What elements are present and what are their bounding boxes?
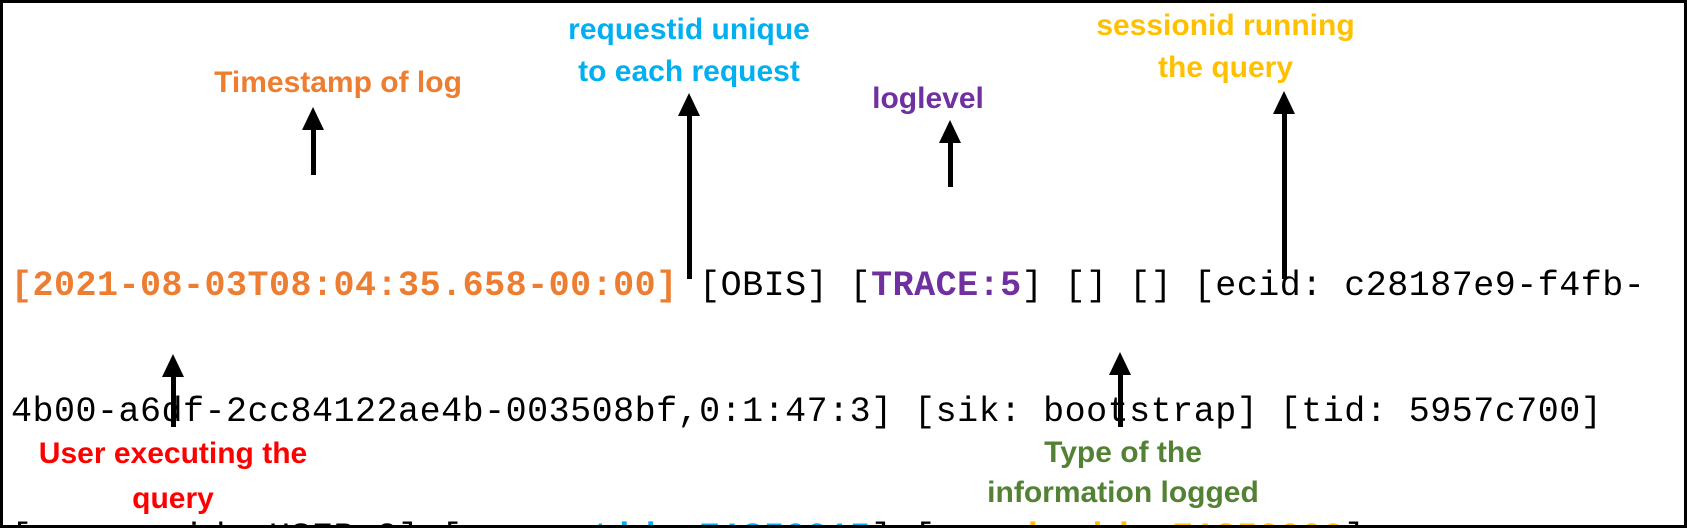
timestamp-label-line: Timestamp of log — [214, 66, 462, 99]
arrow-up-icon — [162, 354, 184, 377]
arrow-up-icon — [1109, 352, 1131, 375]
log-segment-blue: requestid: 71850015 — [463, 518, 872, 525]
arrow-shaft — [170, 377, 176, 427]
arrow-shaft — [310, 130, 316, 175]
log-segment-black: 4b00-a6df-2cc84122ae4b-003508bf,0:1:47:3… — [11, 392, 1603, 432]
log-line: [2021-08-03T08:04:35.658-00:00] [OBIS] [… — [11, 265, 1667, 307]
requestid-label-line: requestid unique — [568, 13, 810, 46]
log-segment-black: ] [ — [871, 518, 936, 525]
user-arrow — [162, 354, 184, 427]
type-label: Type of the information logged — [978, 433, 1268, 513]
log-segment-black: [messageid: USER-2] [ — [11, 518, 463, 525]
log-segment-black: ] — [1344, 518, 1366, 525]
requestid-label-line: to each request — [578, 55, 800, 88]
user-label: User executing the query — [28, 431, 318, 521]
type-arrow — [1109, 352, 1131, 427]
log-text-block: [2021-08-03T08:04:35.658-00:00] [OBIS] [… — [11, 181, 1667, 525]
arrow-up-icon — [1273, 91, 1295, 114]
arrow-shaft — [686, 116, 692, 279]
sessionid-label-line: the query — [1157, 51, 1294, 84]
arrow-shaft — [1281, 114, 1287, 279]
log-segment-black: [OBIS] [ — [677, 266, 872, 306]
log-segment-gold: sessionid: 71850000 — [936, 518, 1345, 525]
user-label-line: query — [132, 482, 214, 515]
requestid-arrow — [678, 93, 700, 279]
sessionid-arrow — [1273, 91, 1295, 279]
timestamp-label: Timestamp of log — [193, 65, 483, 101]
log-line: [messageid: USER-2] [requestid: 71850015… — [11, 517, 1667, 525]
timestamp-arrow — [302, 107, 324, 175]
loglevel-label-line: loglevel — [872, 82, 984, 115]
requestid-label: requestid unique to each request — [559, 9, 819, 93]
arrow-shaft — [1117, 375, 1123, 427]
type-label-line: information logged — [987, 476, 1259, 509]
loglevel-label: loglevel — [848, 81, 1008, 117]
sessionid-label: sessionid running the query — [1093, 5, 1358, 89]
arrow-up-icon — [678, 93, 700, 116]
log-segment-orange: [2021-08-03T08:04:35.658-00:00] — [11, 266, 678, 306]
log-segment-purple: TRACE:5 — [871, 266, 1022, 306]
arrow-shaft — [947, 143, 953, 187]
arrow-up-icon — [302, 107, 324, 130]
arrow-up-icon — [939, 120, 961, 143]
user-label-line: User executing the — [38, 437, 308, 470]
loglevel-arrow — [939, 120, 961, 187]
log-line: 4b00-a6df-2cc84122ae4b-003508bf,0:1:47:3… — [11, 391, 1667, 433]
type-label-line: Type of the — [1044, 436, 1202, 469]
sessionid-label-line: sessionid running — [1096, 9, 1355, 42]
log-segment-black: ] [] [] [ecid: c28187e9-f4fb- — [1021, 266, 1646, 306]
